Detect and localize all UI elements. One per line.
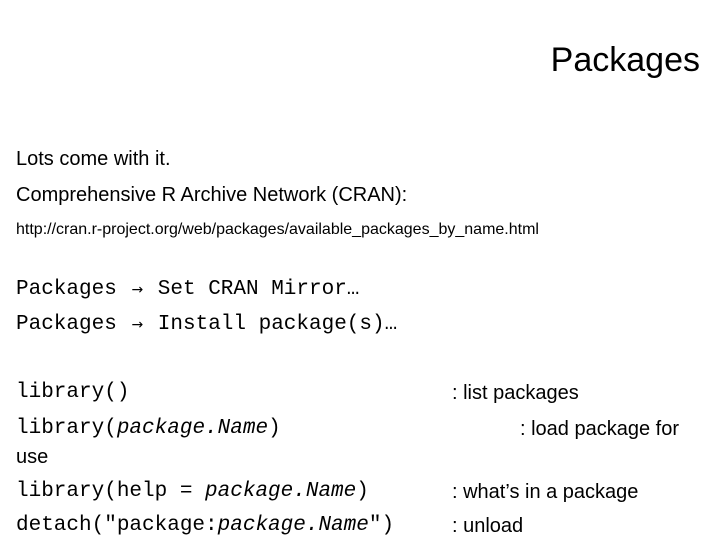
command-code: library(package.Name) — [16, 416, 281, 442]
menu-path-set-mirror: Packages → Set CRAN Mirror… — [16, 277, 359, 303]
command-code: library(help = package.Name) — [16, 479, 369, 505]
cran-line: Comprehensive R Archive Network (CRAN): — [16, 184, 408, 206]
code-text: detach("package: — [16, 514, 218, 537]
command-description: : what’s in a package — [452, 481, 639, 503]
arrow-right-icon: → — [131, 282, 144, 298]
code-text: ") — [368, 514, 395, 537]
command-description: : list packages — [452, 382, 579, 404]
menu-item: Set CRAN Mirror… — [157, 278, 360, 301]
menu-name: Packages — [16, 278, 117, 301]
intro-line: Lots come with it. — [16, 148, 171, 170]
command-description: : unload — [452, 515, 524, 537]
cran-url[interactable]: http://cran.r-project.org/web/packages/a… — [16, 221, 539, 238]
code-placeholder: package.Name — [217, 514, 369, 537]
code-text: ) — [268, 417, 281, 440]
wrapped-text: use — [16, 446, 49, 468]
command-code: library() — [16, 380, 129, 406]
arrow-right-icon: → — [131, 317, 144, 333]
code-placeholder: package.Name — [116, 417, 269, 440]
command-code: detach("package:package.Name") — [16, 513, 394, 539]
slide-title: Packages — [550, 41, 700, 79]
menu-path-install-package: Packages → Install package(s)… — [16, 312, 397, 338]
code-text: library(help = — [16, 480, 206, 503]
code-text: library( — [16, 417, 117, 440]
code-text: library() — [16, 381, 130, 404]
code-text: ) — [356, 480, 369, 503]
menu-item: Install package(s)… — [157, 313, 398, 336]
command-description: : load package for — [520, 418, 679, 440]
code-placeholder: package.Name — [205, 480, 357, 503]
menu-name: Packages — [16, 313, 117, 336]
